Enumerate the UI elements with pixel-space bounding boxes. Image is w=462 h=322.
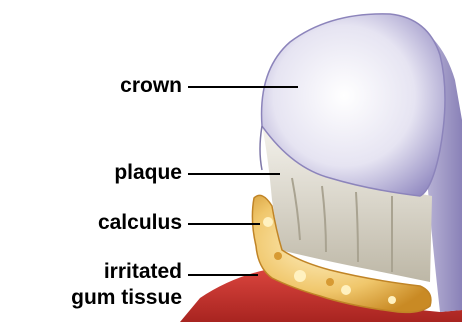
label-calculus: calculus [50, 213, 182, 233]
leader-line-calculus [188, 223, 260, 225]
label-crown: crown [70, 76, 182, 96]
label-irritated: irritated [30, 262, 182, 282]
leader-line-plaque [188, 173, 280, 175]
label-gum-tissue: gum tissue [0, 288, 182, 308]
label-plaque: plaque [70, 163, 182, 183]
leader-line-crown [188, 86, 298, 88]
leader-line-gum [188, 274, 258, 276]
